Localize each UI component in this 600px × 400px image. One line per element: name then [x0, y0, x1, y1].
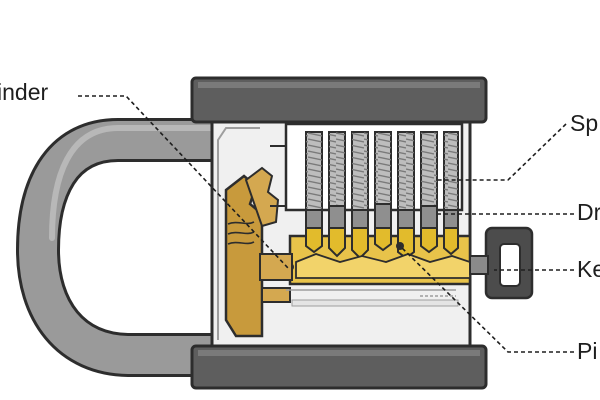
bottom-cap [190, 344, 488, 390]
label-cylinder: inder [0, 79, 49, 105]
label-key: Ke [577, 256, 600, 282]
top-cap [190, 76, 488, 124]
driver-pins [305, 203, 459, 229]
spring-columns [305, 131, 459, 223]
label-springs: Sp [570, 110, 599, 136]
shackle [16, 118, 240, 377]
cam-mechanism [224, 145, 293, 338]
label-driver-pins: Dr [577, 199, 600, 225]
leader-pins [399, 245, 574, 353]
leader-cylinder [78, 95, 289, 269]
plug-cylinder [286, 227, 472, 286]
label-pins: Pi [577, 338, 598, 364]
leader-lines [78, 95, 574, 353]
key-bow [469, 226, 534, 300]
leader-springs [438, 123, 567, 181]
